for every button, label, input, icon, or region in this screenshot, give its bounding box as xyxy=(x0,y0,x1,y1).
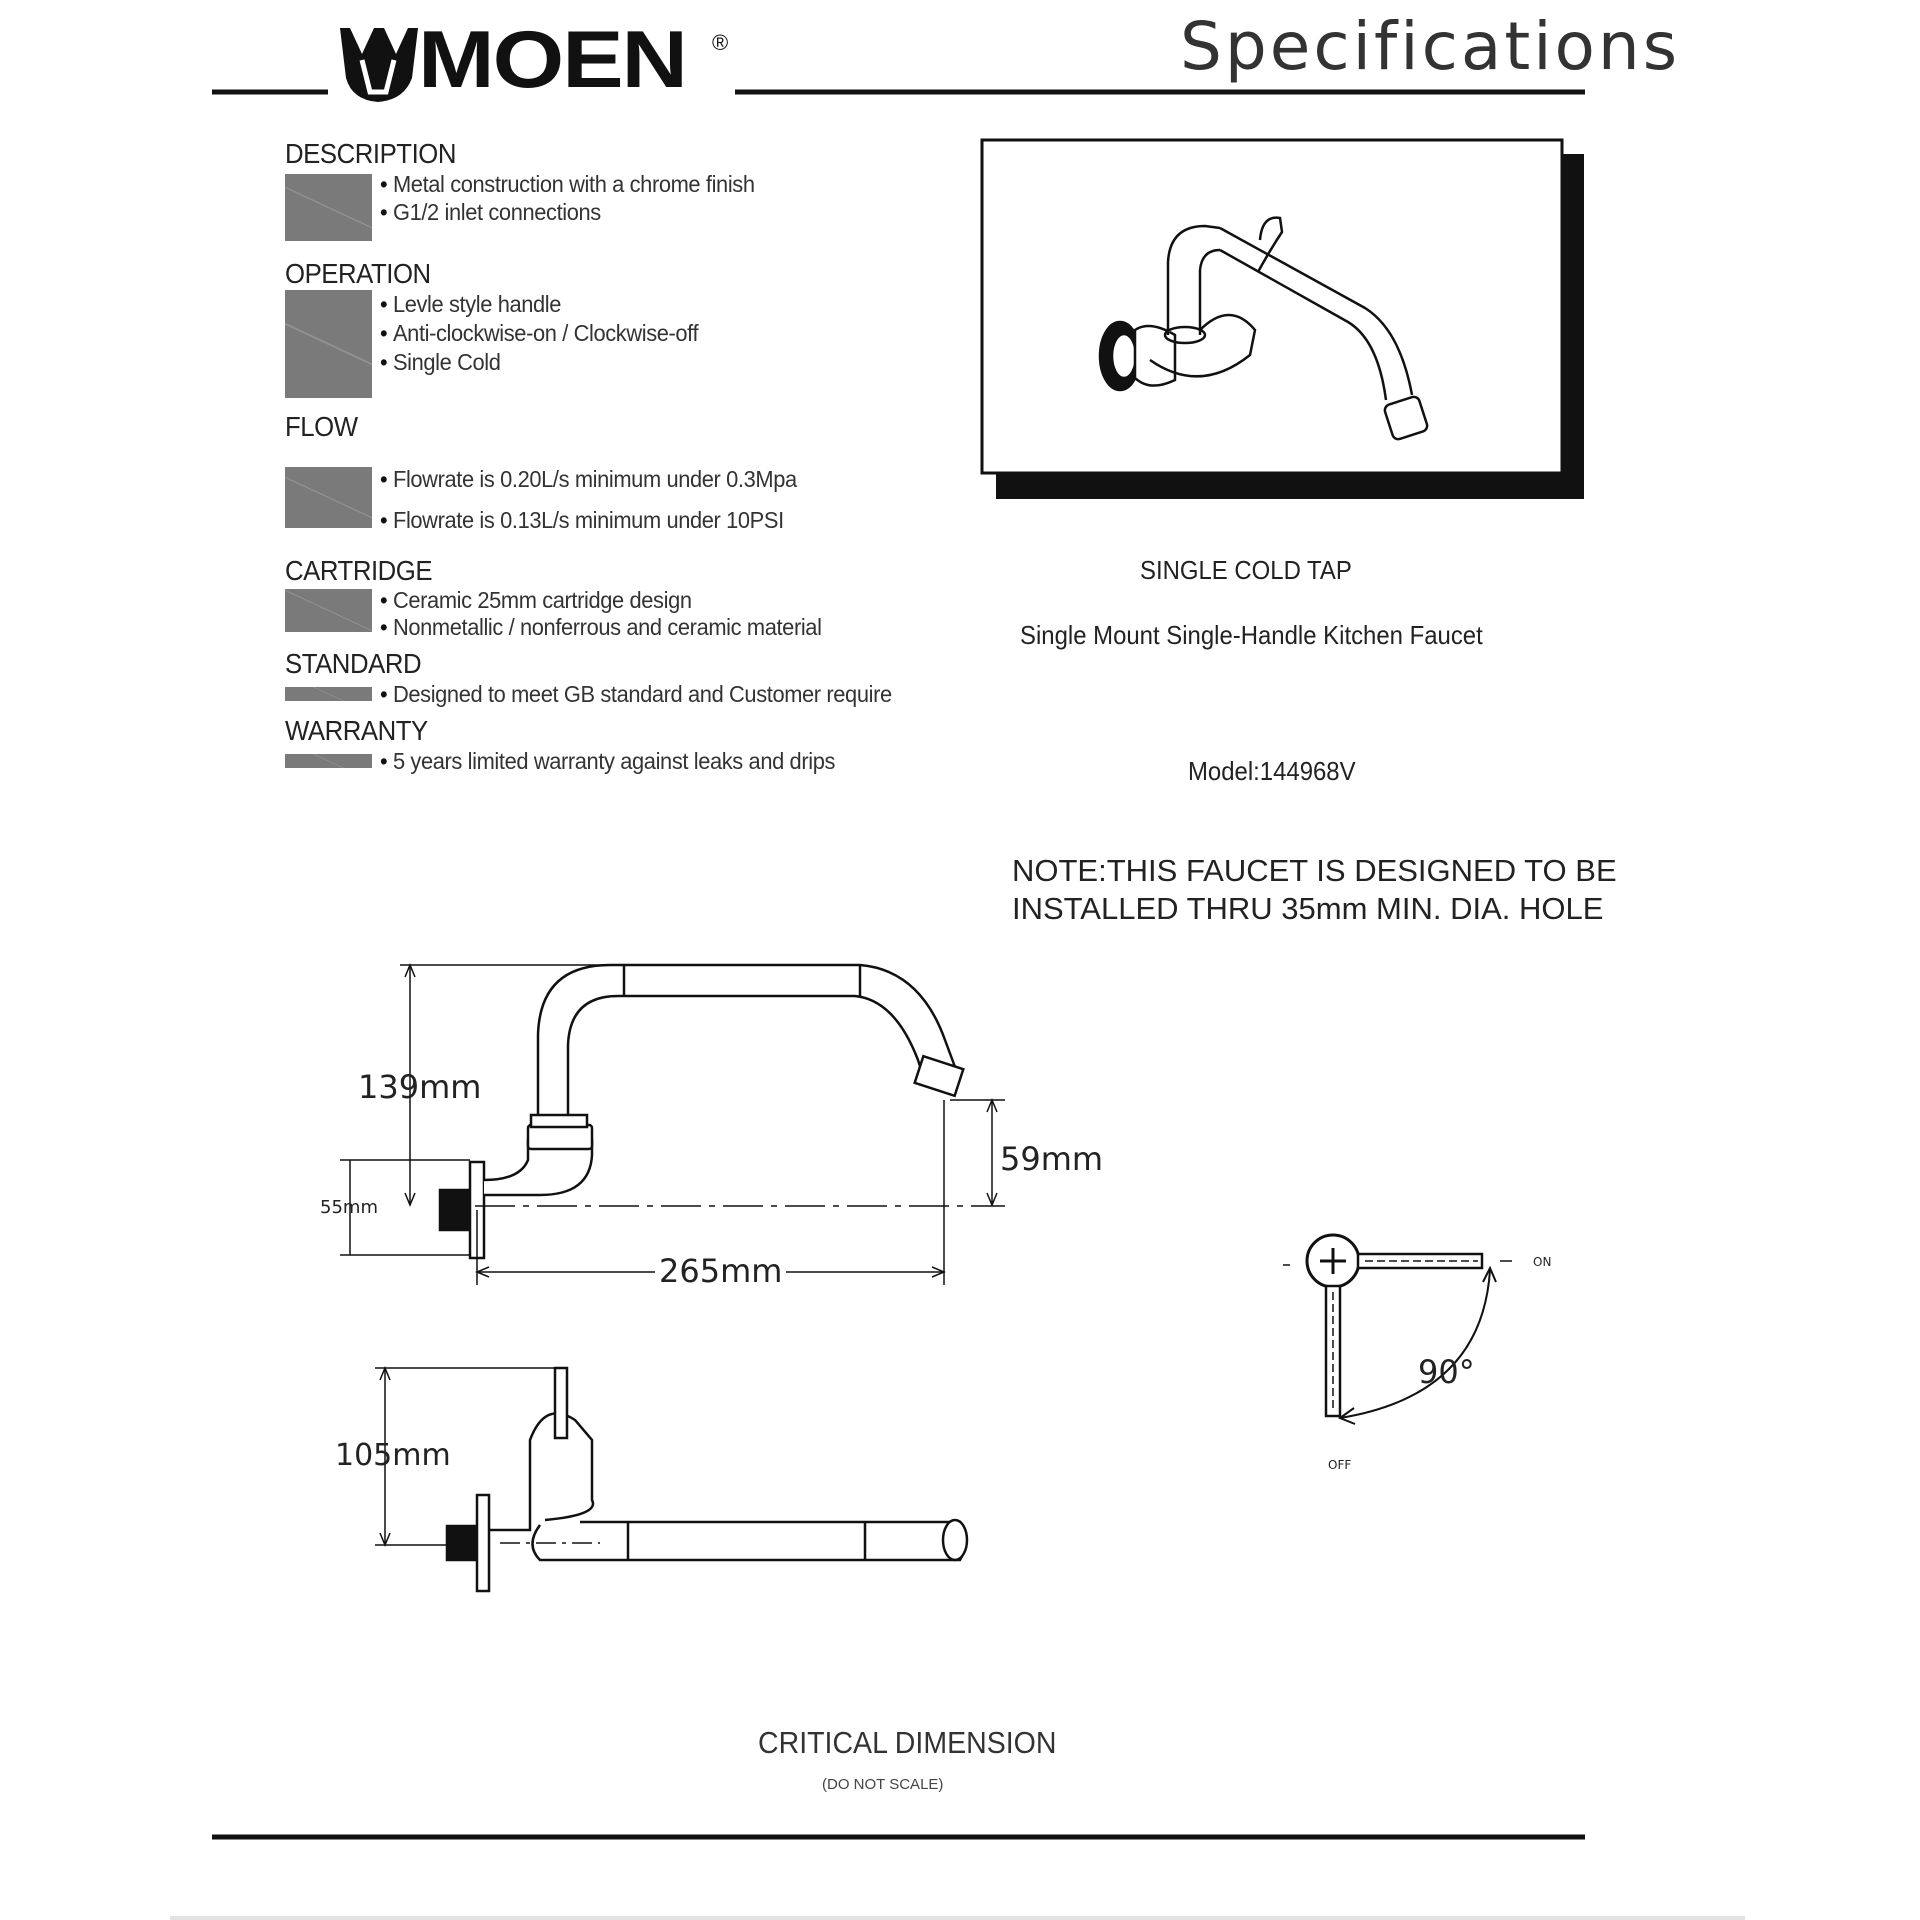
bullet-item: Metal construction with a chrome finish xyxy=(380,170,755,198)
section-title: FLOW xyxy=(285,411,358,442)
dimension-handle-height: 105mm xyxy=(335,1438,451,1473)
bullet-item: Single Cold xyxy=(380,348,698,377)
bullet-item: G1/2 inlet connections xyxy=(380,198,755,226)
bullet-item: Levle style handle xyxy=(380,290,698,319)
brand-logo: MOEN xyxy=(418,14,688,105)
side-elevation-drawing xyxy=(340,963,1005,1285)
section-title: OPERATION xyxy=(285,258,431,289)
section-swatch xyxy=(285,589,372,632)
section-title: CARTRIDGE xyxy=(285,555,433,586)
product-type: SINGLE COLD TAP xyxy=(1140,555,1352,585)
install-note: NOTE:THIS FAUCET IS DESIGNED TO BE INSTA… xyxy=(1012,852,1617,928)
product-image xyxy=(980,138,1584,499)
section-description: DESCRIPTION Metal construction with a ch… xyxy=(285,138,755,241)
section-standard: STANDARD Designed to meet GB standard an… xyxy=(285,648,892,707)
section-flow: FLOW Flowrate is 0.20L/s minimum under 0… xyxy=(285,411,797,533)
section-operation: OPERATION Levle style handle Anti-clockw… xyxy=(285,258,699,398)
bullet-item: 5 years limited warranty against leaks a… xyxy=(380,747,835,775)
label-off: OFF xyxy=(1328,1458,1352,1472)
section-swatch xyxy=(285,174,372,241)
dimension-flange: 55mm xyxy=(320,1197,378,1218)
section-swatch xyxy=(285,467,372,528)
bullet-item: Anti-clockwise-on / Clockwise-off xyxy=(380,319,699,348)
bullet-item: Flowrate is 0.13L/s minimum under 10PSI xyxy=(380,500,797,541)
bullet-item: Flowrate is 0.20L/s minimum under 0.3Mpa xyxy=(380,459,797,500)
label-on: ON xyxy=(1533,1255,1552,1269)
bullet-item: Designed to meet GB standard and Custome… xyxy=(380,680,892,708)
dimension-height-total: 139mm xyxy=(358,1068,482,1106)
critical-dimension-title: CRITICAL DIMENSION xyxy=(758,1725,1057,1760)
section-swatch xyxy=(285,290,372,398)
dimension-outlet-height: 59mm xyxy=(1000,1140,1104,1178)
plan-view-drawing xyxy=(375,1366,969,1593)
registered-mark: ® xyxy=(712,30,729,55)
bullet-item: Nonmetallic / nonferrous and ceramic mat… xyxy=(380,614,822,641)
section-swatch xyxy=(285,687,372,701)
critical-dimension-subtitle: (DO NOT SCALE) xyxy=(822,1776,944,1793)
section-cartridge: CARTRIDGE Ceramic 25mm cartridge design … xyxy=(285,555,822,640)
handle-rotation-diagram xyxy=(1283,1233,1512,1425)
install-note-line2: INSTALLED THRU 35mm MIN. DIA. HOLE xyxy=(1012,891,1604,926)
bullet-item: Ceramic 25mm cartridge design xyxy=(380,587,822,614)
section-swatch xyxy=(285,754,372,768)
section-title: DESCRIPTION xyxy=(285,138,456,169)
dimension-rotation: 90° xyxy=(1418,1353,1475,1391)
dimension-reach: 265mm xyxy=(655,1252,787,1290)
section-title: WARRANTY xyxy=(285,715,428,746)
install-note-line1: NOTE:THIS FAUCET IS DESIGNED TO BE xyxy=(1012,853,1617,888)
model-number: Model:144968V xyxy=(1188,756,1356,786)
product-name: Single Mount Single-Handle Kitchen Fauce… xyxy=(1020,620,1483,650)
section-title: STANDARD xyxy=(285,648,422,679)
moen-logo-icon xyxy=(340,28,418,102)
page-title: Specifications xyxy=(1180,8,1681,85)
section-warranty: WARRANTY 5 years limited warranty agains… xyxy=(285,715,835,774)
